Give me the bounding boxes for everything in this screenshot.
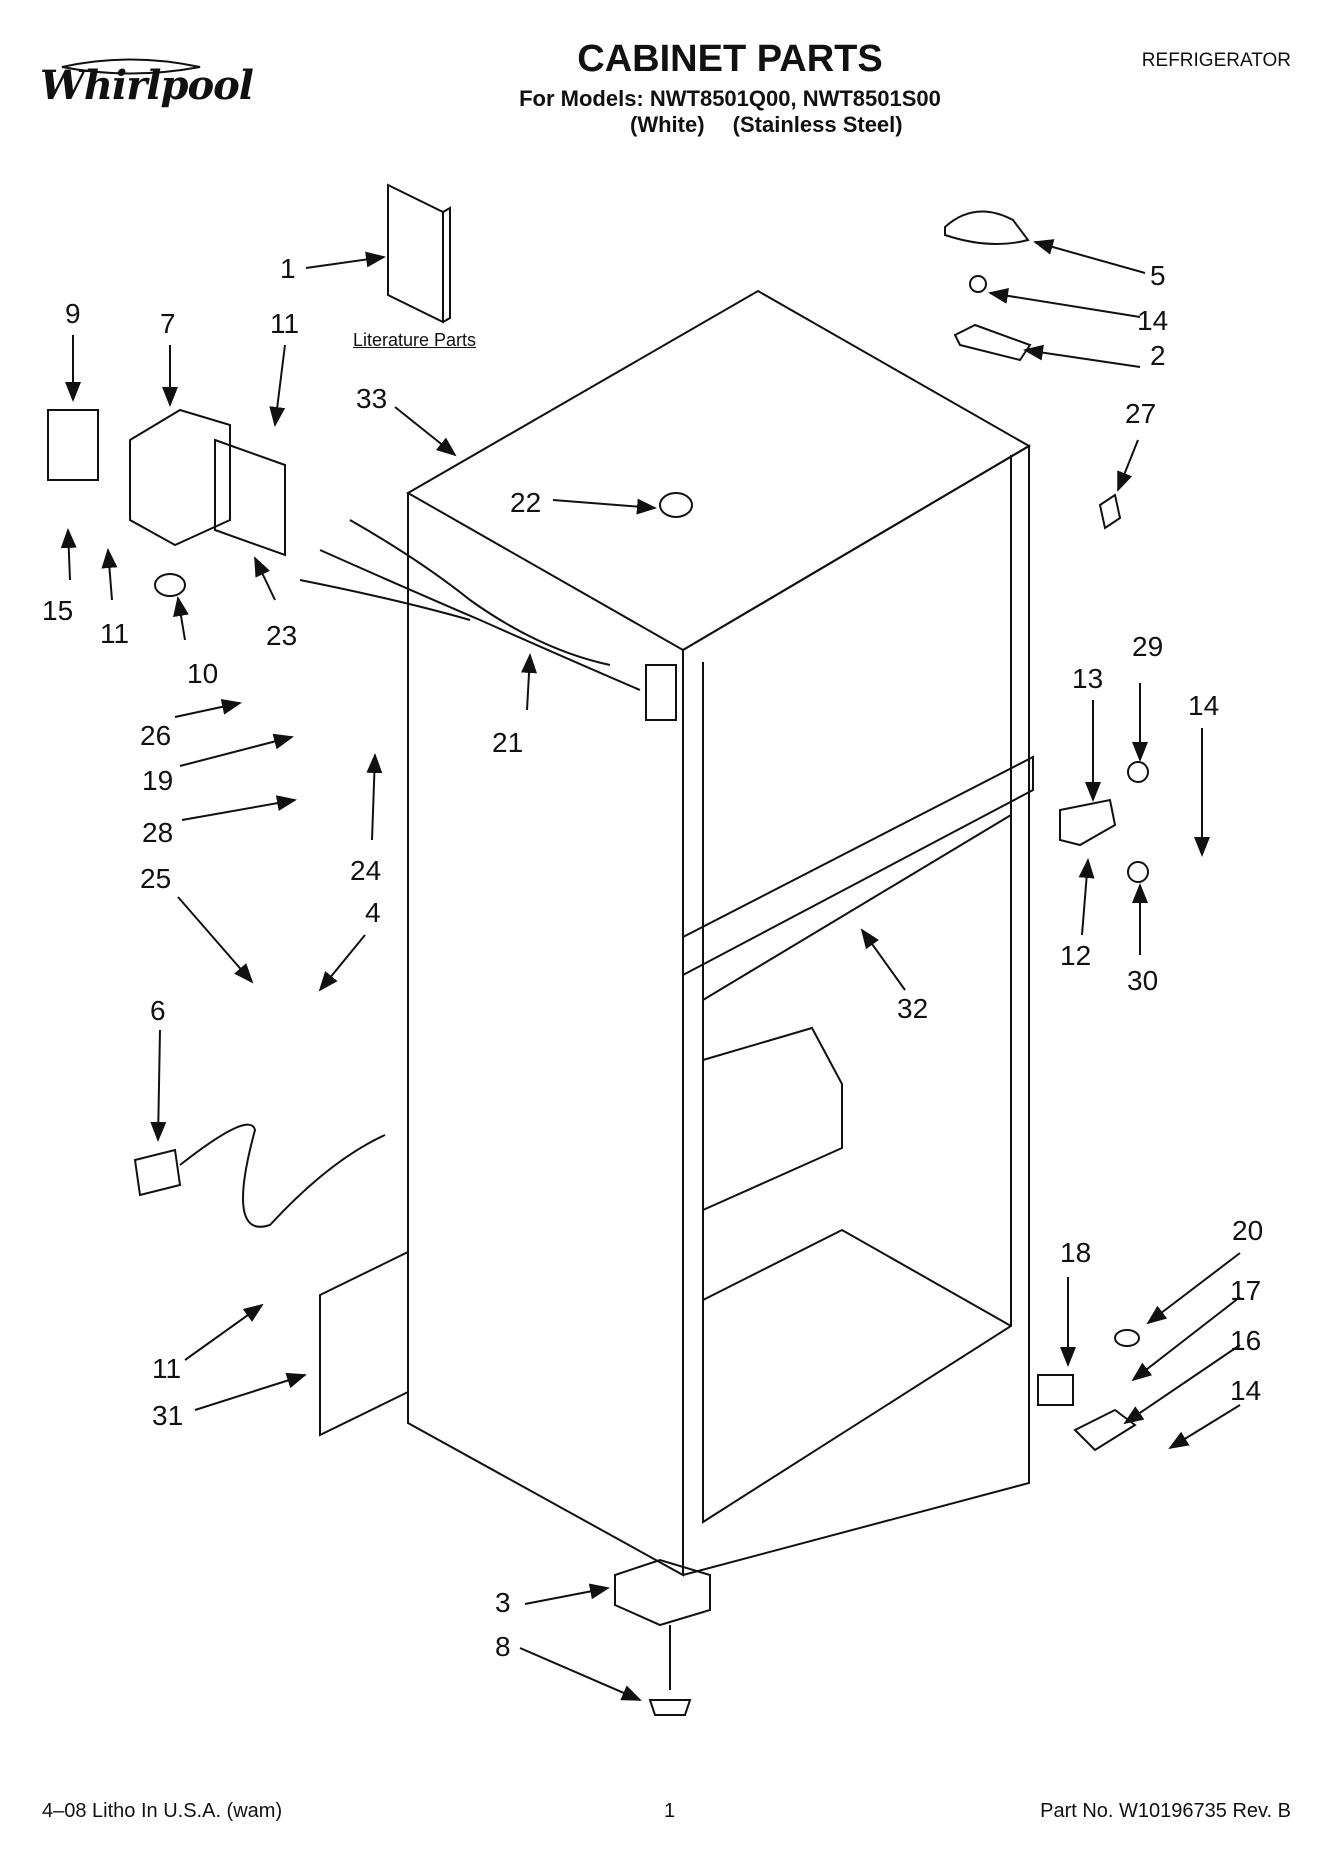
washer-30 — [1127, 861, 1149, 883]
callout-30: 30 — [1127, 965, 1158, 996]
callout-12: 12 — [1060, 940, 1091, 971]
callout-24: 24 — [350, 855, 381, 886]
litho-note: 4–08 Litho In U.S.A. (wam) — [42, 1800, 283, 1822]
wiring-harness — [299, 519, 641, 691]
callout-11b: 11 — [100, 618, 129, 649]
model-variants: (White) (Stainless Steel) — [630, 112, 925, 138]
callout-11a: 11 — [270, 308, 299, 339]
callout-2: 2 — [1150, 340, 1166, 371]
hinge-cover — [944, 210, 1030, 245]
appliance-type: REFRIGERATOR — [1141, 50, 1291, 71]
variant-stainless: (Stainless Steel) — [732, 112, 903, 137]
callout-25: 25 — [140, 863, 171, 894]
callout-28: 28 — [142, 817, 173, 848]
callout-7: 7 — [160, 308, 176, 339]
top-hinge — [953, 275, 1032, 362]
door-stop — [1098, 493, 1122, 530]
callout-9: 9 — [65, 298, 81, 329]
callout-17: 17 — [1230, 1275, 1261, 1306]
relay-bracket — [129, 408, 231, 547]
part-number: Part No. W10196735 Rev. B — [1040, 1800, 1291, 1822]
callout-29: 29 — [1132, 631, 1163, 662]
callout-27: 27 — [1125, 398, 1156, 429]
callout-15: 15 — [42, 595, 73, 626]
harness-connector — [645, 664, 677, 721]
relay-cover — [214, 438, 286, 557]
hole-plug — [659, 492, 693, 518]
callout-10: 10 — [187, 658, 218, 689]
callout-16: 16 — [1230, 1325, 1261, 1356]
roller-assembly — [614, 1558, 711, 1627]
washer-29 — [1127, 761, 1149, 783]
leveling-leg — [648, 1625, 692, 1716]
callout-33: 33 — [356, 383, 387, 414]
callout-13: 13 — [1072, 663, 1103, 694]
literature-booklet — [387, 183, 451, 324]
callout-18: 18 — [1060, 1237, 1091, 1268]
callout-31: 31 — [152, 1400, 183, 1431]
washer-20 — [1114, 1329, 1140, 1347]
callout-11c: 11 — [152, 1353, 181, 1384]
callout-3: 3 — [495, 1587, 511, 1618]
callout-21: 21 — [492, 727, 523, 758]
callout-23: 23 — [266, 620, 297, 651]
divider-rail — [682, 755, 1034, 977]
center-hinge — [1059, 798, 1117, 847]
callout-8: 8 — [495, 1631, 511, 1662]
callout-32: 32 — [897, 993, 928, 1024]
power-cord — [133, 1123, 386, 1228]
literature-parts-label: Literature Parts — [353, 330, 477, 350]
page-title: CABINET PARTS — [577, 38, 883, 80]
bottom-hinge — [1073, 1408, 1137, 1452]
callout-14a: 14 — [1137, 305, 1168, 336]
grommet — [154, 573, 186, 597]
callout-22: 22 — [510, 487, 541, 518]
models-line: For Models: NWT8501Q00, NWT8501S00 — [519, 86, 941, 111]
variant-white: (White) — [630, 112, 705, 137]
callout-20: 20 — [1232, 1215, 1263, 1246]
callout-26: 26 — [140, 720, 171, 751]
relay-module — [47, 409, 99, 481]
refrigerator-cabinet — [405, 289, 1031, 1577]
callout-5: 5 — [1150, 260, 1166, 291]
page-number: 1 — [663, 1800, 676, 1822]
callout-6: 6 — [150, 995, 166, 1026]
shim-18 — [1037, 1374, 1074, 1406]
callout-19: 19 — [142, 765, 173, 796]
callout-14b: 14 — [1188, 690, 1219, 721]
callout-14c: 14 — [1230, 1375, 1261, 1406]
callout-4: 4 — [365, 897, 381, 928]
access-cover — [319, 1250, 409, 1437]
callout-1: 1 — [280, 253, 296, 284]
